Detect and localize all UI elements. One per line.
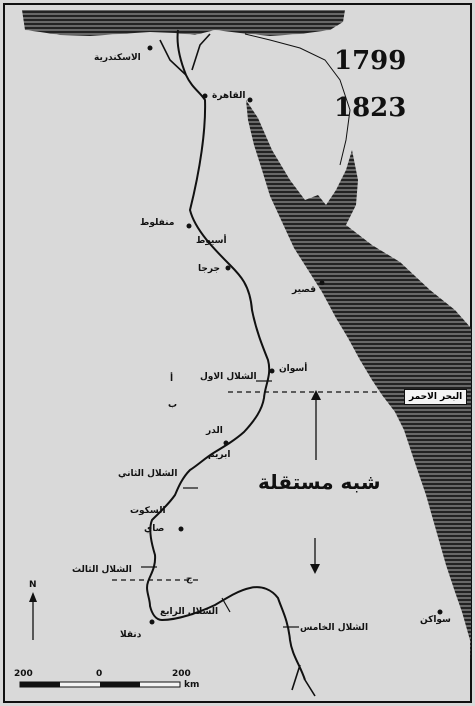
nile-river (146, 29, 306, 681)
nile-delta (159, 33, 211, 76)
dot-girga (225, 265, 231, 271)
label-sukkot: السكوت (130, 506, 166, 516)
label-fourth-cataract: الشلال الرابع (160, 607, 219, 617)
label-girga: جرجا (198, 264, 220, 274)
dot-sai (178, 526, 184, 532)
scale-seg-2 (100, 682, 140, 687)
scale-seg-1 (20, 682, 60, 687)
label-ba: ب (168, 400, 178, 410)
mediterranean-sea (22, 10, 345, 36)
label-fifth-cataract: الشلال الخامس (300, 623, 369, 633)
dot-cairo (202, 93, 208, 99)
year-end: 1823 (334, 93, 407, 123)
scale-right-label: 200 (172, 669, 191, 679)
label-jim: ج (186, 574, 193, 584)
dot-dir (223, 440, 229, 446)
dot-aswan (269, 368, 275, 374)
dot-dongola (149, 619, 155, 625)
red-sea-label: البحر الاحمر (404, 389, 468, 405)
scale-left-label: 200 (14, 669, 33, 679)
north-label: N (29, 580, 37, 590)
red-sea (246, 100, 471, 660)
label-cairo: القاهرة (212, 91, 246, 101)
label-ibrim: ابريم (208, 450, 231, 460)
label-second-cataract: الشلال الثاني (118, 469, 178, 479)
nile-forks (291, 664, 316, 697)
label-manfalut: منفلوط (140, 218, 175, 228)
dot-suez (247, 97, 253, 103)
dot-qusayr (319, 280, 325, 286)
label-third-cataract: الشلال الثالث (72, 565, 132, 575)
north-arrow-head (29, 592, 37, 602)
semi-independent-label: شبه مستقلة (258, 470, 381, 494)
fourth-cataract-mark (221, 597, 231, 613)
label-alif: أ (170, 374, 174, 384)
dot-alexandria (147, 45, 153, 51)
year-start: 1799 (334, 46, 407, 76)
scale-middle-label: 0 (96, 669, 103, 679)
label-qusayr: قصير (292, 285, 317, 295)
dot-suakin (437, 609, 443, 615)
label-suakin: سواكن (420, 615, 451, 625)
label-alexandria: الاسكندرية (94, 53, 141, 63)
label-dongola: دنقلا (120, 630, 142, 640)
arrow-down-head (310, 564, 320, 574)
label-dir: الدر (206, 426, 223, 436)
arrow-up-head (311, 390, 321, 400)
label-aswan: أسوان (279, 364, 308, 374)
scale-unit-label: km (184, 680, 200, 690)
label-first-cataract: الشلال الاول (200, 372, 257, 382)
dot-manfalut (186, 223, 192, 229)
label-sai: صاي (144, 524, 165, 534)
sinai-coast (244, 33, 351, 166)
label-asyut: أسيوط (196, 236, 227, 246)
